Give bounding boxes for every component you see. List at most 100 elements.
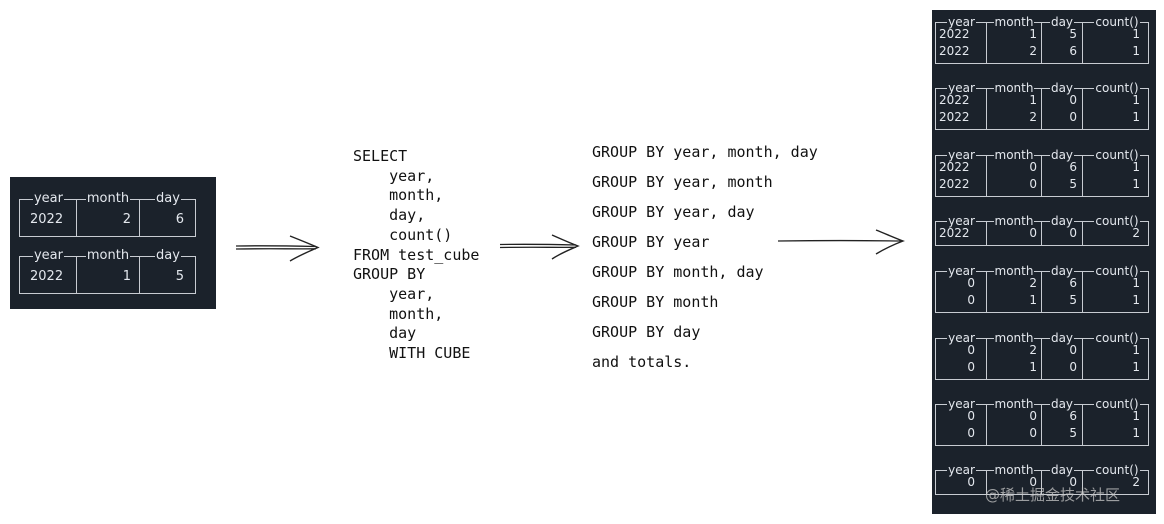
cell-month: 1 xyxy=(1029,360,1037,374)
cell-day: 0 xyxy=(1069,226,1077,240)
table-frame xyxy=(935,470,1149,495)
column-divider xyxy=(76,256,77,294)
cell-year: 0 xyxy=(967,409,975,423)
sql-line: month, xyxy=(353,304,444,323)
column-divider xyxy=(1082,22,1083,64)
column-header-month: month xyxy=(85,191,131,206)
column-divider xyxy=(986,470,987,495)
sql-line: month, xyxy=(353,186,444,205)
cell-year: 2022 xyxy=(939,44,970,58)
cell-year: 0 xyxy=(967,276,975,290)
column-header-year: year xyxy=(947,264,976,278)
column-divider xyxy=(1082,470,1083,495)
column-header-year: year xyxy=(947,331,976,345)
grouping-set-line: GROUP BY day xyxy=(592,323,701,341)
column-header-day: day xyxy=(1049,148,1075,162)
sql-line: year, xyxy=(353,166,435,185)
cell-month: 2 xyxy=(122,212,131,227)
column-header-count: count() xyxy=(1094,397,1140,411)
cell-count: 1 xyxy=(1132,93,1140,107)
grouping-set-line: and totals. xyxy=(592,353,692,371)
column-header-day: day xyxy=(155,248,181,263)
sql-line: GROUP BY xyxy=(353,265,426,284)
sql-query-code: SELECT year, month, day, count() FROM te… xyxy=(353,147,479,364)
column-header-month: month xyxy=(993,214,1035,228)
column-header-year: year xyxy=(947,148,976,162)
cell-count: 1 xyxy=(1132,27,1140,41)
cell-year: 2022 xyxy=(30,269,64,284)
cell-day: 0 xyxy=(1069,475,1077,489)
column-header-year: year xyxy=(947,15,976,29)
column-header-year: year xyxy=(947,214,976,228)
input-data-panel: year month day 2022 2 6 year month day 2… xyxy=(10,177,216,309)
column-header-month: month xyxy=(993,463,1035,477)
cell-count: 1 xyxy=(1132,426,1140,440)
cell-day: 6 xyxy=(1069,276,1077,290)
column-divider xyxy=(1041,221,1042,246)
column-header-day: day xyxy=(1049,331,1075,345)
cell-year: 0 xyxy=(967,360,975,374)
cell-count: 1 xyxy=(1132,293,1140,307)
table-frame xyxy=(935,338,1149,380)
column-header-year: year xyxy=(947,463,976,477)
table-frame xyxy=(935,404,1149,446)
column-header-count: count() xyxy=(1094,148,1140,162)
column-divider xyxy=(76,199,77,237)
column-header-day: day xyxy=(1049,397,1075,411)
cell-year: 0 xyxy=(967,475,975,489)
column-header-year: year xyxy=(947,81,976,95)
column-divider xyxy=(1041,88,1042,130)
grouping-set-line: GROUP BY year, month, day xyxy=(592,143,818,161)
cell-day: 6 xyxy=(175,212,184,227)
cell-month: 1 xyxy=(1029,27,1037,41)
sql-line: SELECT xyxy=(353,147,408,165)
column-divider xyxy=(986,22,987,64)
column-header-month: month xyxy=(993,264,1035,278)
column-header-year: year xyxy=(32,191,64,206)
column-divider xyxy=(1082,155,1083,197)
cell-day: 0 xyxy=(1069,110,1077,124)
table-frame xyxy=(935,271,1149,313)
cell-year: 2022 xyxy=(939,177,970,191)
grouping-set-line: GROUP BY year, day xyxy=(592,203,755,221)
grouping-set-line: GROUP BY month, day xyxy=(592,263,764,281)
cell-month: 2 xyxy=(1029,276,1037,290)
column-divider xyxy=(1041,338,1042,380)
grouping-set-line: GROUP BY year, month xyxy=(592,173,773,191)
column-header-year: year xyxy=(32,248,64,263)
cell-year: 2022 xyxy=(939,93,970,107)
cell-count: 1 xyxy=(1132,44,1140,58)
column-header-day: day xyxy=(1049,214,1075,228)
cell-month: 0 xyxy=(1029,426,1037,440)
column-divider xyxy=(139,199,140,237)
cell-day: 6 xyxy=(1069,409,1077,423)
column-header-day: day xyxy=(1049,463,1075,477)
cell-month: 0 xyxy=(1029,226,1037,240)
cell-day: 5 xyxy=(1069,426,1077,440)
cell-month: 2 xyxy=(1029,343,1037,357)
sql-line: day, xyxy=(353,206,426,225)
cell-day: 5 xyxy=(1069,27,1077,41)
cell-month: 2 xyxy=(1029,44,1037,58)
column-divider xyxy=(1041,404,1042,446)
column-header-day: day xyxy=(155,191,181,206)
cell-day: 5 xyxy=(1069,293,1077,307)
column-divider xyxy=(1082,271,1083,313)
column-header-day: day xyxy=(1049,15,1075,29)
cell-year: 2022 xyxy=(939,27,970,41)
column-header-count: count() xyxy=(1094,463,1140,477)
cell-count: 1 xyxy=(1132,160,1140,174)
cell-count: 1 xyxy=(1132,360,1140,374)
table-frame xyxy=(935,155,1149,197)
cell-day: 5 xyxy=(1069,177,1077,191)
column-divider xyxy=(139,256,140,294)
cell-year: 2022 xyxy=(939,110,970,124)
table-frame xyxy=(935,221,1149,246)
cell-month: 1 xyxy=(122,269,131,284)
cell-count: 2 xyxy=(1132,226,1140,240)
column-header-count: count() xyxy=(1094,15,1140,29)
